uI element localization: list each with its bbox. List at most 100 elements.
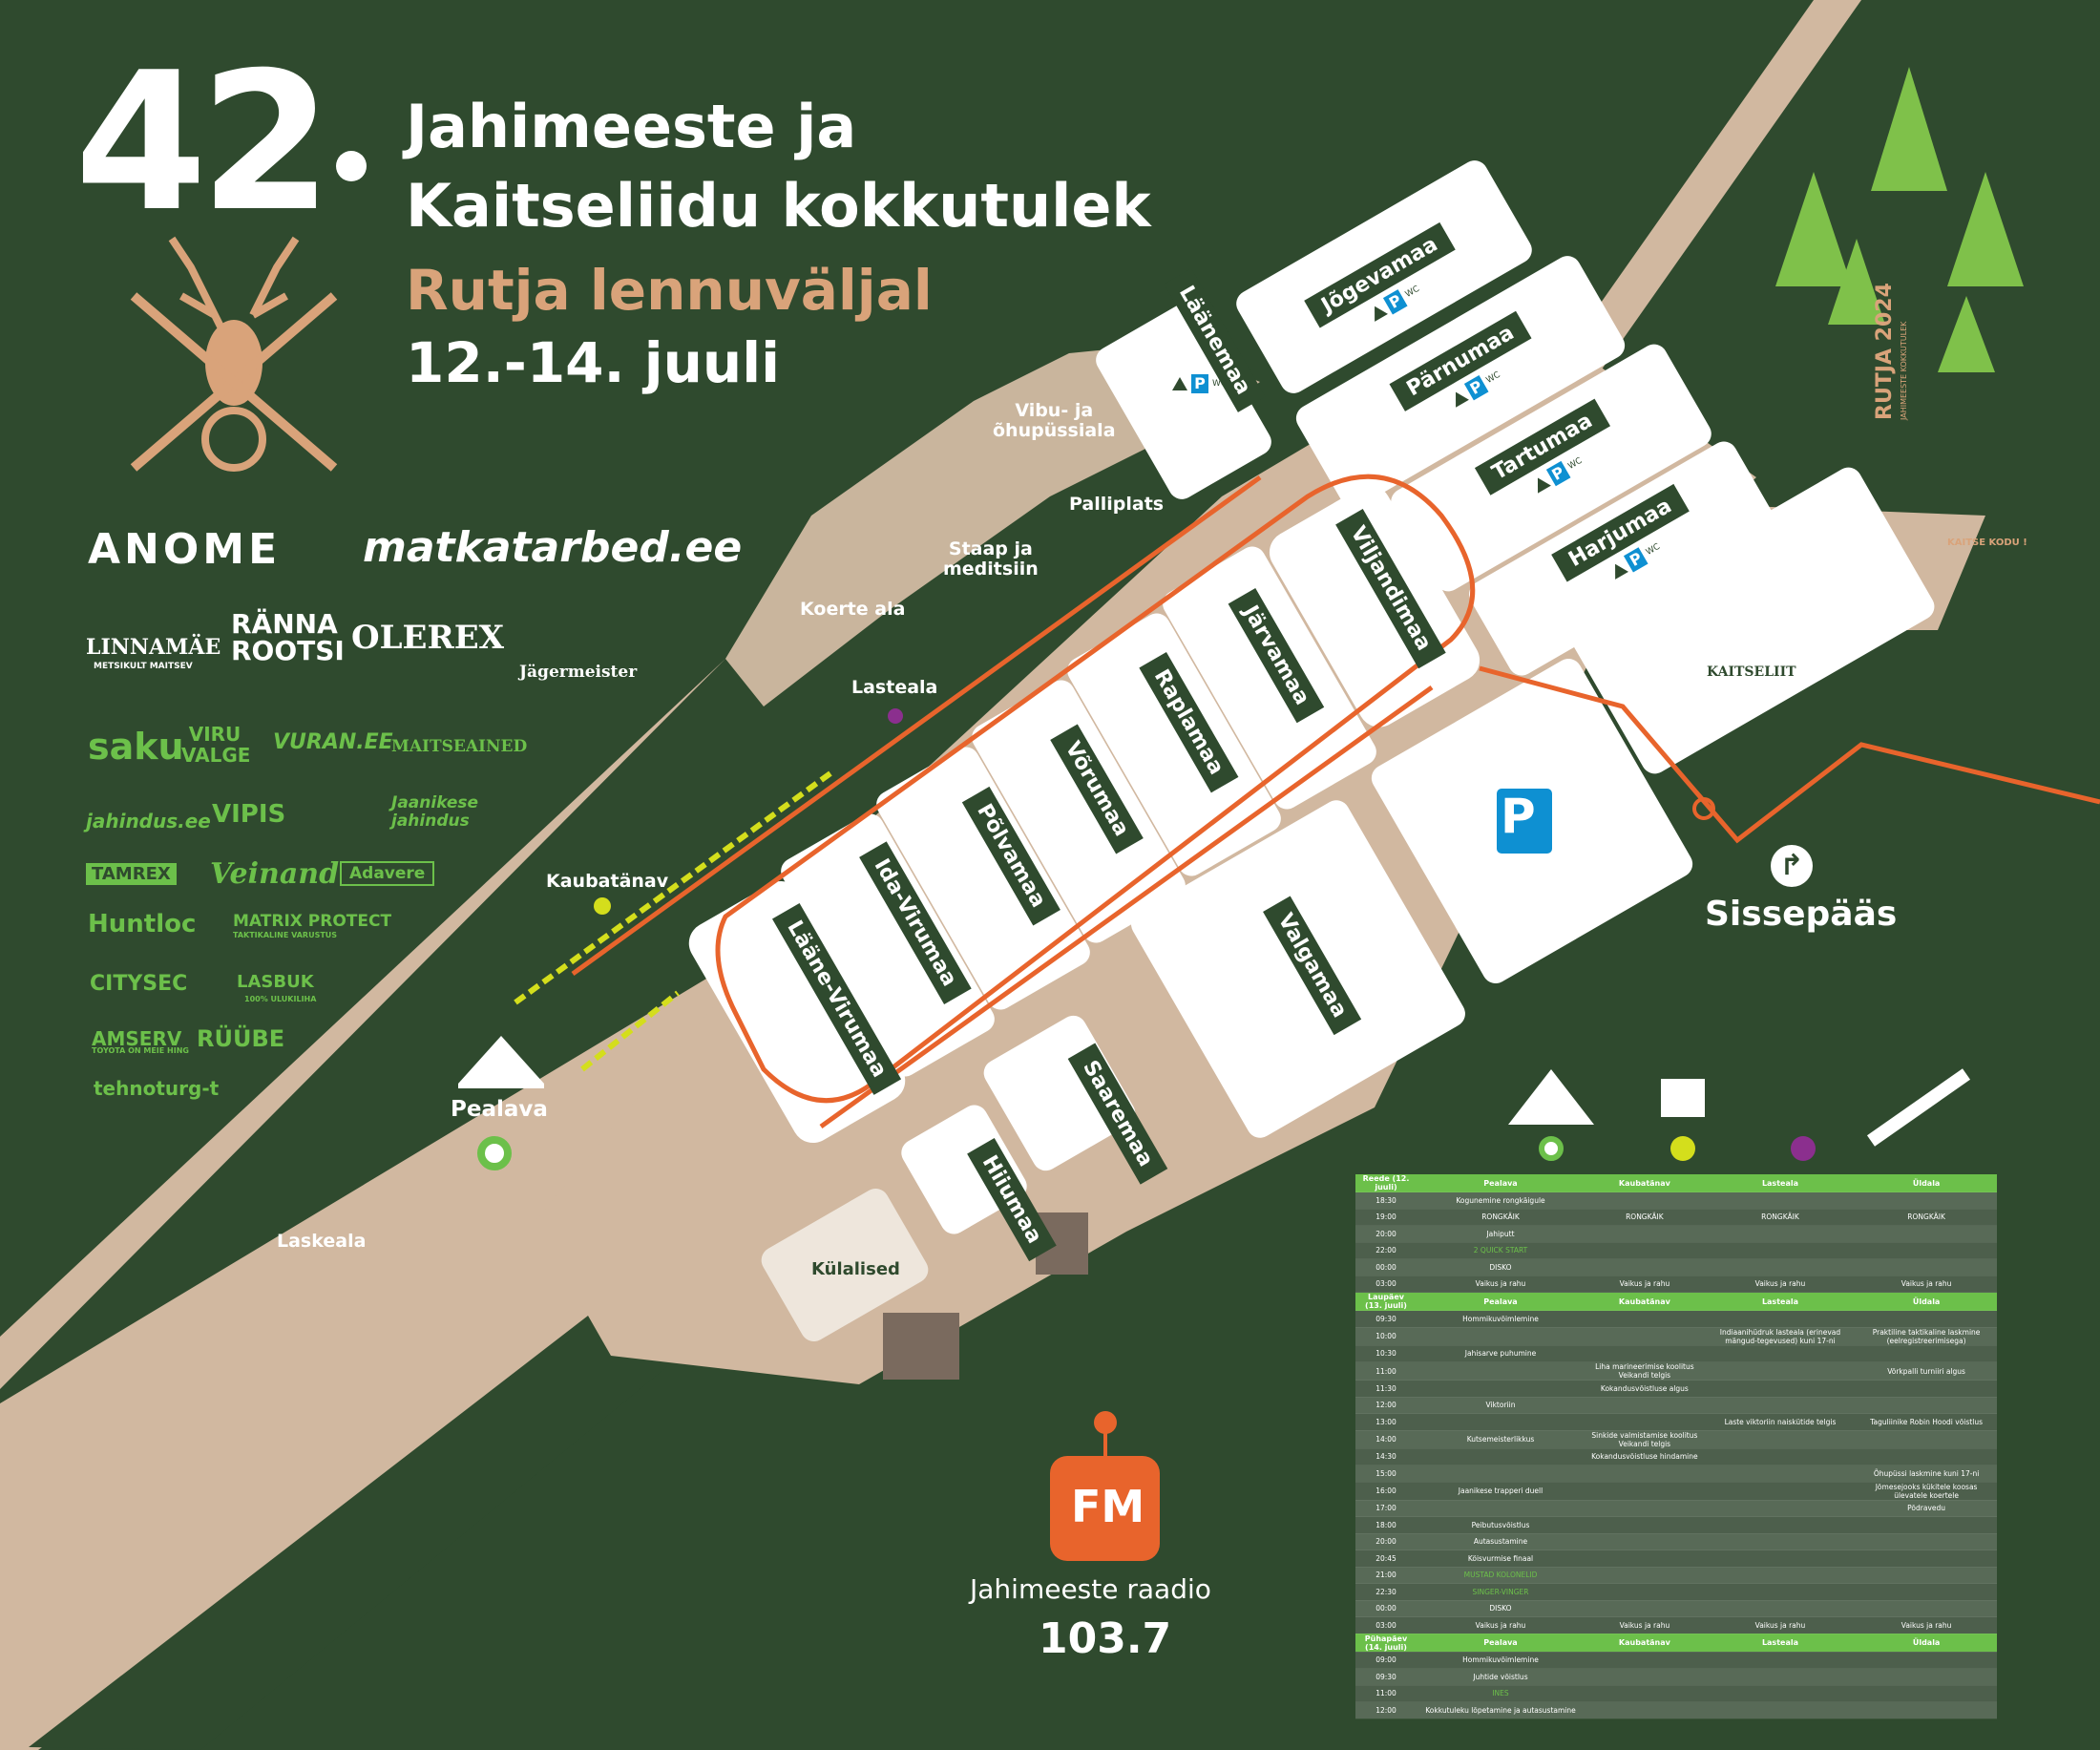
- poi-staap[interactable]: Staap ja meditsiin: [943, 538, 1039, 580]
- schedule-cell: Kaubatänav: [1585, 1174, 1705, 1192]
- schedule-cell: [1704, 1652, 1857, 1669]
- schedule-cell: [1704, 1345, 1857, 1362]
- schedule-cell: [1585, 1397, 1705, 1414]
- schedule-row: 11:00 Liha marineerimise koolitus Veikand…: [1355, 1361, 1997, 1381]
- schedule-cell: [1585, 1685, 1705, 1702]
- poi-koerte-ala[interactable]: Koerte ala: [800, 599, 906, 620]
- schedule-cell: Lasteala: [1704, 1174, 1857, 1192]
- schedule-cell: [1856, 1567, 1997, 1584]
- tree: [1775, 172, 1852, 286]
- schedule-cell: [1704, 1225, 1857, 1243]
- schedule-cell: Jahisarve puhumine: [1417, 1345, 1585, 1362]
- schedule-cell: [1704, 1701, 1857, 1719]
- schedule-cell: Vaikus ja rahu: [1585, 1616, 1705, 1634]
- schedule-cell: SINGER-VINGER: [1417, 1583, 1585, 1601]
- sponsor-vuran: VURAN.EE: [273, 730, 393, 754]
- route-entrance: [1479, 665, 2100, 844]
- schedule-cell: [1704, 1361, 1857, 1381]
- schedule-cell: [1704, 1310, 1857, 1328]
- schedule-cell: Pealava: [1417, 1174, 1585, 1192]
- poi-archery[interactable]: Vibu- ja õhupüssiala: [993, 400, 1116, 441]
- legend-kaubatanav-dot: [1670, 1136, 1695, 1161]
- schedule-cell: Vaikus ja rahu: [1704, 1276, 1857, 1293]
- schedule-cell: [1585, 1500, 1705, 1517]
- schedule-cell: [1417, 1327, 1585, 1346]
- schedule-cell: [1856, 1380, 1997, 1398]
- block-polvamaa: [876, 747, 1090, 1010]
- schedule-cell: 19:00: [1355, 1209, 1417, 1226]
- poi-sissepaas[interactable]: Sissepääs: [1705, 895, 1898, 934]
- schedule-cell: 10:30: [1355, 1345, 1417, 1362]
- schedule-cell: [1585, 1327, 1705, 1346]
- schedule-cell: Lasteala: [1704, 1634, 1857, 1653]
- sponsor-citysec: CITYSEC: [90, 972, 188, 996]
- sponsor-matrix-sub: TAKTIKALINE VARUSTUS: [233, 931, 338, 939]
- entrance-marker: [1692, 797, 1715, 820]
- poi-pealava[interactable]: Pealava: [451, 1097, 548, 1122]
- wc-icon: WC: [1566, 455, 1585, 473]
- block-kulalised: [761, 1188, 929, 1342]
- schedule-cell: [1856, 1550, 1997, 1568]
- schedule-cell: DISKO: [1417, 1258, 1585, 1276]
- schedule-cell: 12:00: [1355, 1701, 1417, 1719]
- schedule-cell: [1856, 1397, 1997, 1414]
- schedule-cell: 14:30: [1355, 1448, 1417, 1465]
- schedule-cell: [1856, 1448, 1997, 1465]
- schedule-cell: [1585, 1345, 1705, 1362]
- schedule-cell: Praktiline taktikaline laskmine (eelregi…: [1856, 1327, 1997, 1346]
- poi-palliplats[interactable]: Palliplats: [1069, 494, 1165, 515]
- forest-trees: [1775, 67, 2024, 372]
- sponsor-viru-valge: VIRU VALGE: [181, 723, 251, 767]
- schedule-cell: Kaubatänav: [1585, 1634, 1705, 1653]
- schedule-cell: Reede (12. juuli): [1355, 1174, 1417, 1192]
- poi-kulalised[interactable]: Külalised: [811, 1259, 900, 1279]
- schedule-cell: [1704, 1448, 1857, 1465]
- schedule-cell: [1585, 1482, 1705, 1501]
- schedule-cell: [1856, 1310, 1997, 1328]
- schedule-cell: Põdravedu: [1856, 1500, 1997, 1517]
- fm-badge-box: [1050, 1456, 1160, 1561]
- schedule-cell: Vaikus ja rahu: [1417, 1616, 1585, 1634]
- poi-lasteala[interactable]: Lasteala: [851, 677, 938, 698]
- schedule-cell: 18:30: [1355, 1191, 1417, 1210]
- schedule-cell: Vaikus ja rahu: [1417, 1276, 1585, 1293]
- schedule-cell: Pealava: [1417, 1292, 1585, 1311]
- schedule-cell: 13:00: [1355, 1413, 1417, 1431]
- schedule-cell: 11:00: [1355, 1361, 1417, 1381]
- schedule-cell: [1856, 1191, 1997, 1210]
- schedule-cell: [1704, 1583, 1857, 1601]
- schedule-cell: Sinkide valmistamise koolitus Veikandi t…: [1585, 1430, 1705, 1449]
- camping-icon: [1368, 302, 1389, 322]
- legend-runway-icon: [1866, 1068, 1971, 1147]
- schedule-cell: [1856, 1258, 1997, 1276]
- schedule-cell: Kokandusvõistluse hindamine: [1585, 1448, 1705, 1465]
- schedule-cell: [1704, 1533, 1857, 1550]
- schedule-cell: [1704, 1242, 1857, 1259]
- schedule-cell: [1856, 1430, 1997, 1449]
- schedule-cell: 20:00: [1355, 1533, 1417, 1550]
- camping-icon: [1449, 388, 1469, 408]
- poi-kaubatanav[interactable]: Kaubatänav: [546, 871, 669, 892]
- radio-antenna: [1094, 1411, 1117, 1434]
- parking-icon: P: [1191, 374, 1208, 393]
- sponsor-veinand: Veinand: [210, 857, 340, 891]
- route-main: [571, 474, 1262, 977]
- schedule-cell: [1704, 1465, 1857, 1483]
- schedule-cell: [1856, 1652, 1997, 1669]
- schedule-cell: 20:00: [1355, 1225, 1417, 1243]
- poi-laskeala[interactable]: Laskeala: [277, 1231, 367, 1252]
- schedule-cell: [1417, 1361, 1585, 1381]
- rutja-year: RUTJA 2024: [1873, 283, 1897, 420]
- camping-icon: [1172, 377, 1187, 390]
- schedule-cell: Liha marineerimise koolitus Veikandi tel…: [1585, 1361, 1705, 1381]
- sponsor-linnamae-sub: METSIKULT MAITSEV: [94, 662, 193, 671]
- schedule-cell: Pühapäev (14. juuli): [1355, 1634, 1417, 1653]
